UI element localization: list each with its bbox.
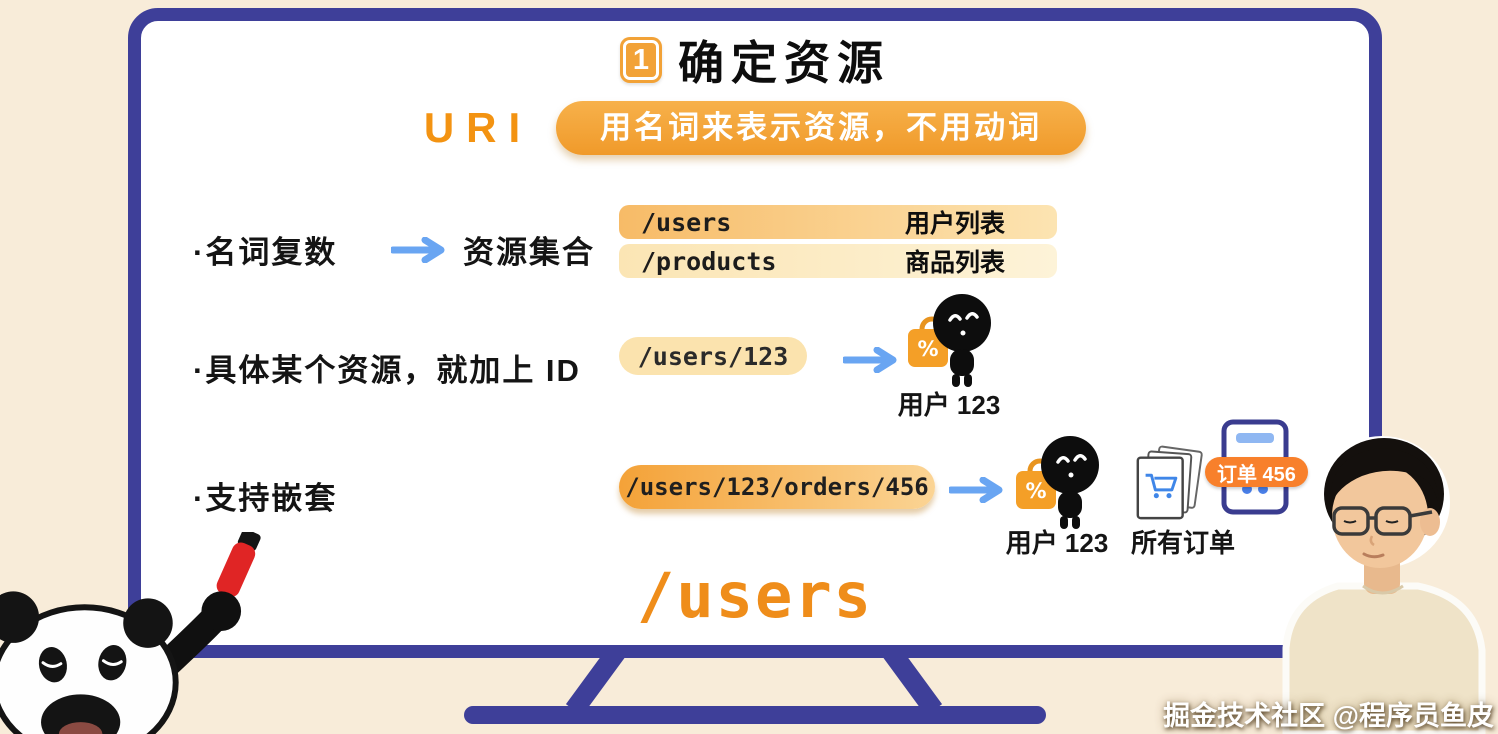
- path-users: /users: [641, 207, 732, 237]
- example-row-users: /users 用户列表: [619, 205, 1057, 239]
- big-path-text: /users: [637, 559, 873, 632]
- slide-title-row: 1 确定资源: [141, 27, 1369, 93]
- rule1-examples: /users 用户列表 /products 商品列表: [619, 205, 1057, 283]
- path-products: /products: [641, 246, 777, 276]
- watermark: 掘金技术社区 @程序员鱼皮: [1163, 701, 1494, 731]
- rule2-path-pill: /users/123: [619, 337, 807, 375]
- uri-label: URI: [423, 104, 533, 151]
- page-title: 确定资源: [678, 37, 890, 89]
- rule2-user-caption: 用户 123: [897, 390, 1001, 420]
- uri-rule-pill: 用名词来表示资源，不用动词: [556, 101, 1087, 155]
- arrow-right-icon: [843, 347, 897, 373]
- orders-documents-icon: [1136, 445, 1203, 520]
- order-number-badge: 订单 456: [1205, 457, 1308, 487]
- monitor-frame: 1 确定资源 URI 用名词来表示资源，不用动词 ·名词复数 资源集合 /use…: [128, 8, 1382, 658]
- arrow-right-icon: [391, 237, 445, 263]
- rule3-orders-caption: 所有订单: [1130, 528, 1235, 558]
- desc-users: 用户列表: [905, 210, 1006, 238]
- rule2-bullet: ·具体某个资源，就加上 ID: [193, 353, 581, 388]
- rule3-bullet: ·支持嵌套: [193, 481, 338, 516]
- presenter-photo: [1282, 436, 1486, 734]
- monitor-stand: [464, 648, 1046, 724]
- panda-meme: [0, 532, 261, 734]
- uri-rule-row: URI 用名词来表示资源，不用动词: [141, 101, 1369, 155]
- slide-content: 1 确定资源 URI 用名词来表示资源，不用动词 ·名词复数 资源集合 /use…: [141, 21, 1369, 645]
- step-number-badge: 1: [620, 37, 662, 83]
- arrow-right-icon: [949, 477, 1003, 503]
- rule1-result: 资源集合: [463, 235, 595, 270]
- desc-products: 商品列表: [905, 249, 1006, 277]
- user-shopper-icon: [893, 289, 1005, 389]
- rule3-path-pill: /users/123/orders/456: [619, 465, 935, 509]
- user-shopper-icon: [1001, 431, 1113, 531]
- example-row-products: /products 商品列表: [619, 244, 1057, 278]
- rule3-user-caption: 用户 123: [1005, 528, 1109, 558]
- rule1-bullet: ·名词复数: [193, 235, 338, 270]
